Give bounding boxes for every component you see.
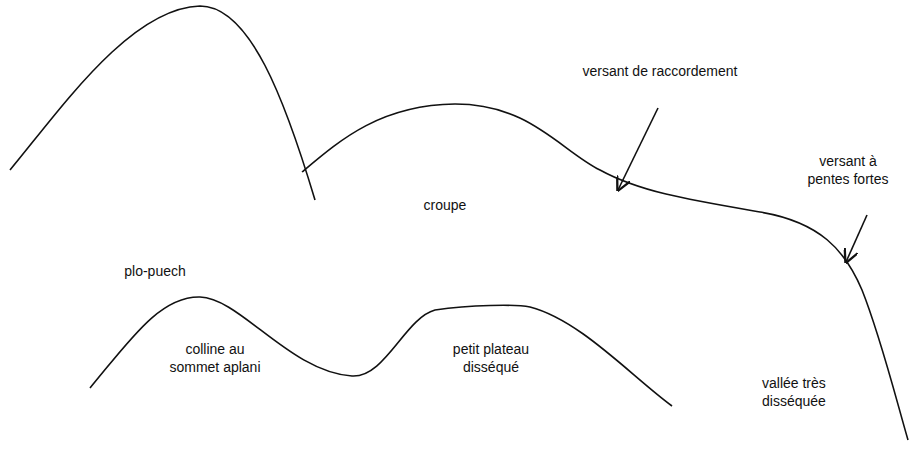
- landform-label: versant de raccordement: [560, 62, 760, 80]
- landform-label: plo-puech: [100, 262, 210, 280]
- plo-puech-profile: [10, 6, 315, 200]
- landform-label: vallée très disséquée: [762, 374, 866, 410]
- landform-label: colline au sommet aplani: [160, 340, 270, 376]
- leader-arrow: [846, 215, 867, 262]
- leader-arrow: [618, 108, 658, 190]
- croupe-profile: [302, 104, 908, 440]
- lower-profile: [90, 297, 672, 406]
- landform-label: versant à pentes fortes: [800, 152, 896, 188]
- landform-label: croupe: [400, 196, 490, 214]
- landform-label: petit plateau disséqué: [444, 340, 538, 376]
